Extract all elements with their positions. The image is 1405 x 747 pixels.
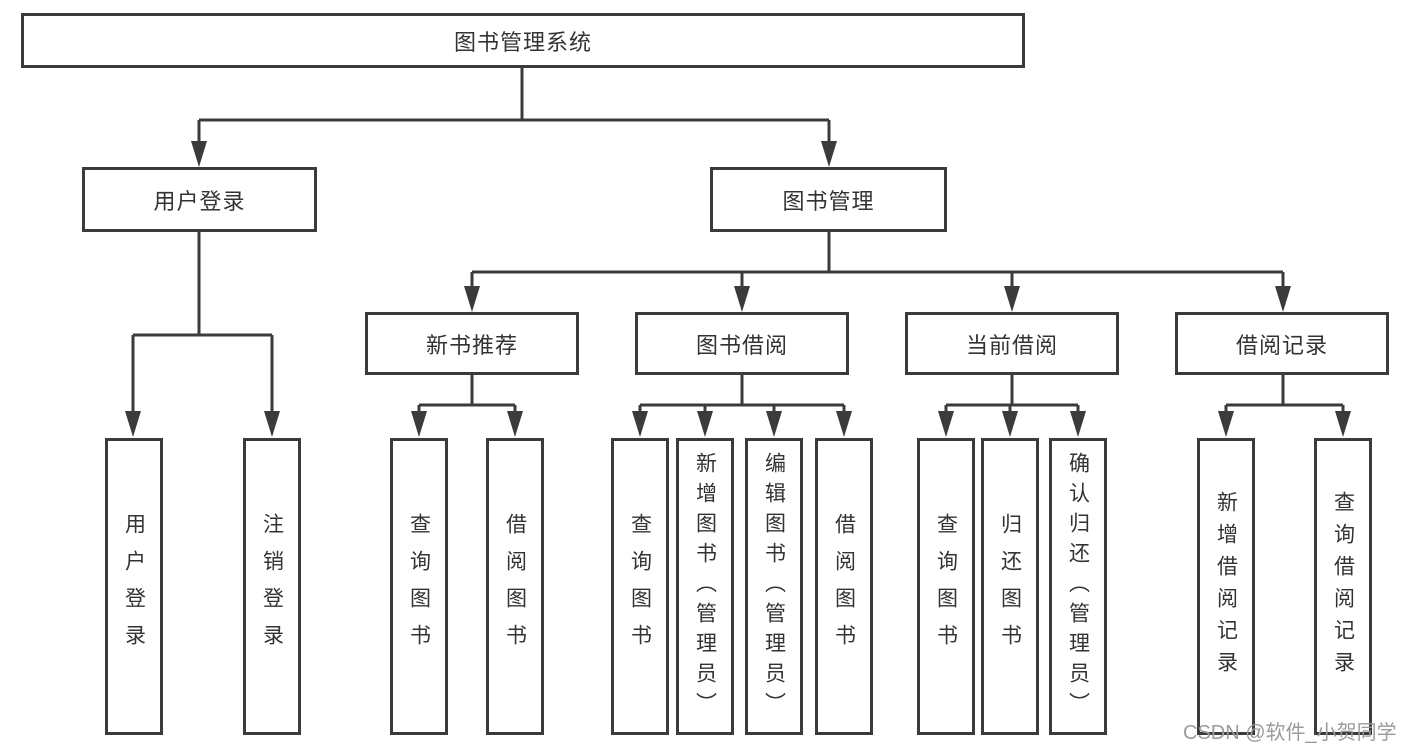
leaf-box-logout: 注销登录 [243,438,301,735]
csdn-watermark: CSDN @软件_小贺同学 [1183,722,1397,744]
leaf-box-query-borrow-record: 查询借阅记录 [1314,438,1372,735]
branch-box-new-book-recommend: 新书推荐 [365,312,579,375]
root-box-library-system: 图书管理系统 [21,13,1025,68]
leaf-box-return-book: 归还图书 [981,438,1039,735]
leaf-box-query-book-recommend: 查询图书 [390,438,448,735]
leaf-box-query-book-current: 查询图书 [917,438,975,735]
branch-box-user-login: 用户登录 [82,167,317,232]
leaf-box-edit-book-admin: 编辑图书（管理员） [745,438,803,735]
leaf-box-add-borrow-record: 新增借阅记录 [1197,438,1255,735]
leaf-box-borrow-book: 借阅图书 [815,438,873,735]
branch-box-current-borrow: 当前借阅 [905,312,1119,375]
leaf-box-user-login: 用户登录 [105,438,163,735]
leaf-box-query-book-borrow: 查询图书 [611,438,669,735]
branch-box-book-management: 图书管理 [710,167,947,232]
leaf-box-confirm-return-admin: 确认归还（管理员） [1049,438,1107,735]
leaf-box-borrow-book-recommend: 借阅图书 [486,438,544,735]
leaf-box-add-book-admin: 新增图书（管理员） [676,438,734,735]
branch-box-book-borrow: 图书借阅 [635,312,849,375]
branch-box-borrow-record: 借阅记录 [1175,312,1389,375]
